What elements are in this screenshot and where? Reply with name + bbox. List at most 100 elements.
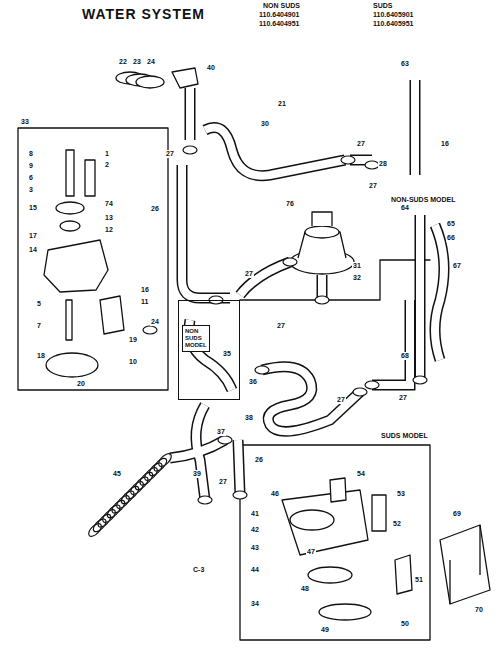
hose-clamp [365,381,379,389]
callout-number: 28 [378,160,388,168]
title: WATER SYSTEM [82,6,205,22]
hose-outline [410,80,421,175]
callout-number: 26 [150,205,160,213]
mounting-bracket [450,525,480,604]
callout-number: 43 [250,544,260,552]
valve-body [44,240,108,292]
callout-number: 34 [250,600,260,608]
hoses [170,80,444,500]
hose-fill [416,215,424,380]
part-note: 110.6405901 [372,11,415,19]
callout-number: 65 [446,220,456,228]
part-note: C-3 [192,566,205,574]
callout-number: 16 [140,286,150,294]
callout-number: 42 [250,526,260,534]
hose-clamp [353,388,367,396]
callout-number: 10 [128,358,138,366]
part-note: SUDS MODEL [380,432,429,440]
callout-number: 40 [206,64,216,72]
callout-number: 46 [270,490,280,498]
callout-number: 17 [28,232,38,240]
hose-outline [238,440,240,495]
callout-number: 14 [28,246,38,254]
hose-outline [435,225,444,360]
hose-outline [185,88,196,140]
hose-outline [262,367,360,432]
callout-number: 27 [276,322,286,330]
callout-number: 76 [285,200,295,208]
callout-number: 63 [400,60,410,68]
hose-fill [411,80,419,175]
hose-outline [415,215,426,380]
callout-number: 53 [396,490,406,498]
pump-cover [290,510,334,530]
callout-number: 20 [76,380,86,388]
filter-outlet [312,212,332,226]
callout-number: 27 [398,394,408,402]
hose-outline [205,128,345,176]
callout-number: 23 [132,58,142,66]
callout-number: 48 [300,585,310,593]
callout-number: 45 [112,470,122,478]
callout-number: 31 [352,262,362,270]
callout-number: 47 [306,548,316,556]
clamps [143,146,427,504]
hose-clamp [283,258,297,266]
spring [372,495,386,531]
hose-clamp [315,296,329,304]
diaphragm [56,202,84,214]
hose-clamp [183,146,197,154]
callout-number: 16 [440,140,450,148]
callout-number: 74 [104,200,114,208]
callout-number: 26 [254,456,264,464]
mounting-bracket [440,525,490,604]
callout-number: 27 [165,150,175,158]
callout-number: 67 [452,262,462,270]
callout-number: 12 [104,226,114,234]
callout-number: 37 [216,428,226,436]
hose-fill [262,367,360,432]
hose-clamp [341,156,355,164]
callout-number: 8 [28,150,34,158]
hose-clamp [255,366,269,374]
hose-clamp [198,496,212,504]
callout-number: 2 [104,161,110,169]
solenoid [100,296,124,334]
hose-fill [372,300,410,385]
callout-number: 27 [368,182,378,190]
callout-number: 39 [192,470,202,478]
callout-number: 27 [336,396,346,404]
part-note: NON-SUDS MODEL [390,196,457,204]
callout-number: 27 [244,270,254,278]
hose-outline [240,262,290,295]
callout-number: 27 [356,140,366,148]
hose-fill [238,440,240,495]
valve-stem [85,160,95,196]
callout-number: 24 [146,58,156,66]
callout-number: 51 [414,576,424,584]
callout-number: 70 [474,606,484,614]
hose-fill [182,165,230,298]
part-note: SUDS [372,2,393,10]
callout-number: 38 [244,414,254,422]
pump-screw [395,555,412,594]
hose-outline [372,300,410,385]
valve-seat [60,221,80,231]
part-note: 110.6405951 [372,20,415,28]
callout-number: 54 [356,470,366,478]
callout-number: 1 [104,150,110,158]
hose-clamp [365,161,379,169]
callout-number: 21 [277,100,287,108]
callout-number: 44 [250,566,260,574]
hose-fill [186,88,194,140]
pump-inset-frame [240,445,430,640]
callout-number: 15 [28,204,38,212]
hose-outline [182,165,230,298]
hose-fill [435,225,444,360]
callout-number: 49 [320,626,330,634]
callout-number: 35 [222,350,232,358]
callout-number: 18 [36,352,46,360]
callout-number: 24 [150,318,160,326]
callout-number: 30 [260,120,270,128]
callout-number: 7 [36,322,42,330]
